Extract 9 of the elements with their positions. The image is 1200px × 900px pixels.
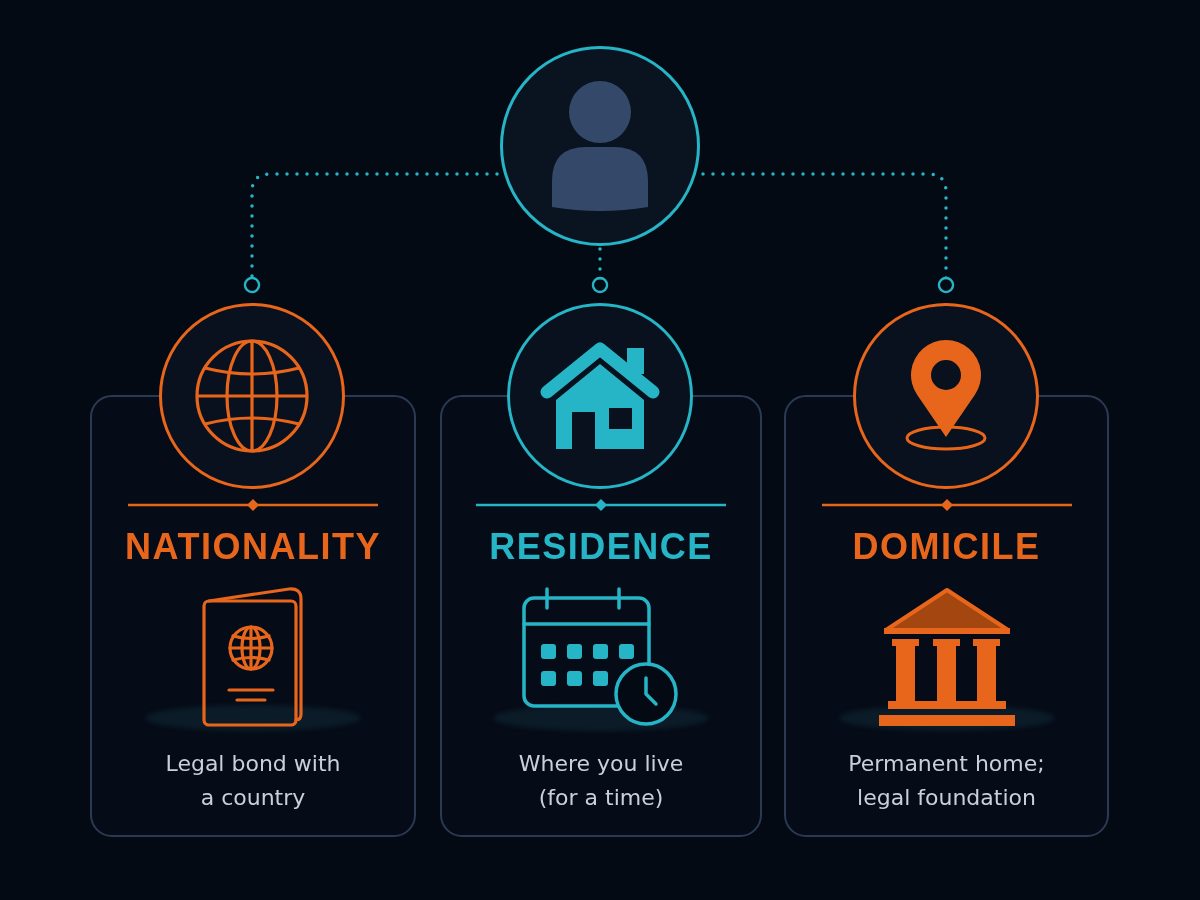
info-card [90,395,416,837]
card-description: Where you live (for a time) [517,750,685,812]
card-title: RESIDENCE [489,526,713,568]
info-card [784,395,1109,837]
card-description: Permanent home; legal foundation [847,750,1046,812]
card-title: DOMICILE [852,526,1041,568]
card-title: NATIONALITY [125,526,381,568]
card-description: Legal bond with a country [164,750,342,812]
info-card [440,395,762,837]
